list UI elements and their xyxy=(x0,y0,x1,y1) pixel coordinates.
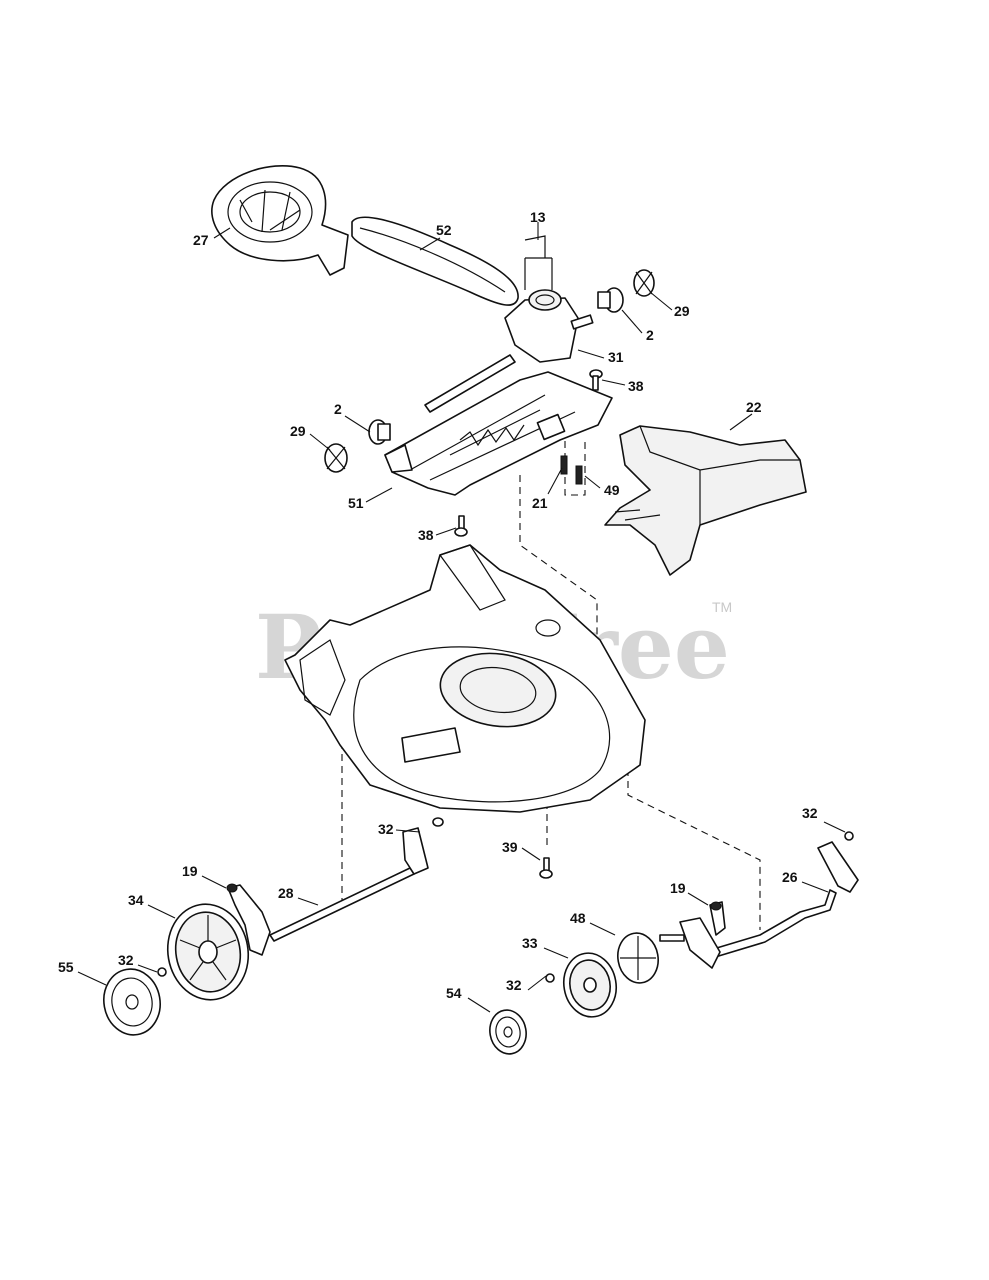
callout-39: 39 xyxy=(502,839,518,855)
callout-32-front-wheel: 32 xyxy=(118,952,134,968)
callouts: 27 52 13 29 2 31 38 22 2 29 21 49 51 38 … xyxy=(58,209,818,1001)
callout-54: 54 xyxy=(446,985,462,1001)
callout-28: 28 xyxy=(278,885,294,901)
part-2-29-left-gear xyxy=(324,419,391,473)
callout-38-top: 38 xyxy=(628,378,644,394)
callout-32-rear-wheel: 32 xyxy=(506,977,522,993)
callout-22: 22 xyxy=(746,399,762,415)
callout-34: 34 xyxy=(128,892,144,908)
part-38-bolt-bottom xyxy=(454,515,468,537)
part-31-transmission xyxy=(424,289,594,413)
callout-32-axle: 32 xyxy=(378,821,394,837)
callout-27: 27 xyxy=(193,232,209,248)
part-33-rear-wheel xyxy=(562,952,618,1018)
leader-lines xyxy=(77,222,846,1013)
part-51-drive-housing xyxy=(384,371,613,496)
callout-19-right: 19 xyxy=(670,880,686,896)
callout-55: 55 xyxy=(58,959,74,975)
callout-2-top: 2 xyxy=(646,327,654,343)
part-13-bracket xyxy=(524,235,553,290)
callout-31: 31 xyxy=(608,349,624,365)
callout-29-left: 29 xyxy=(290,423,306,439)
callout-38-bottom: 38 xyxy=(418,527,434,543)
callout-33: 33 xyxy=(522,935,538,951)
part-48-wheel-inner xyxy=(617,932,659,984)
part-55-hub-cap xyxy=(103,968,161,1036)
callout-21: 21 xyxy=(532,495,548,511)
part-19-left-height-lever xyxy=(226,883,271,956)
part-32-nuts xyxy=(157,831,854,983)
callout-52: 52 xyxy=(436,222,452,238)
callout-19-left: 19 xyxy=(182,863,198,879)
callout-2-left: 2 xyxy=(334,401,342,417)
callout-29-top: 29 xyxy=(674,303,690,319)
part-19-right-height-lever xyxy=(659,901,726,969)
part-26-rear-axle xyxy=(709,841,859,959)
part-52-drive-belt xyxy=(351,216,519,306)
watermark-trademark: TM xyxy=(712,599,732,615)
part-39-bolt xyxy=(539,857,553,879)
part-34-front-wheel xyxy=(166,903,250,1001)
callout-48: 48 xyxy=(570,910,586,926)
part-54-hub-cap xyxy=(489,1009,527,1055)
callout-51: 51 xyxy=(348,495,364,511)
part-2-29-right-gear xyxy=(597,269,655,313)
part-38-bolt-top xyxy=(589,369,603,391)
callout-13: 13 xyxy=(530,209,546,225)
part-28-front-axle xyxy=(269,817,444,942)
part-27-belt-cover xyxy=(211,165,349,276)
callout-26: 26 xyxy=(782,869,798,885)
callout-32-rear-axle: 32 xyxy=(802,805,818,821)
part-21-49-springs xyxy=(560,455,583,485)
mower-deck xyxy=(284,544,646,813)
callout-49: 49 xyxy=(604,482,620,498)
part-22-rear-cover xyxy=(604,425,807,576)
